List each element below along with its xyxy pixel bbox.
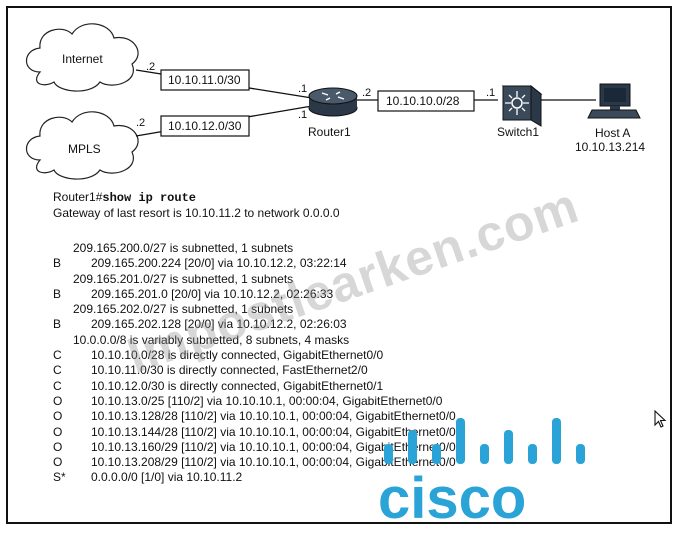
if-mpls-right: .1 [298,109,307,121]
route-text: 10.10.13.208/29 [110/2] via 10.10.10.1, … [91,455,456,470]
command-line: Router1#show ip route [53,190,196,205]
route-text: 209.165.201.0 [20/0] via 10.10.12.2, 02:… [91,286,334,301]
route-row: B 209.165.202.128 [20/0] via 10.10.12.2, … [53,317,653,332]
route-row: 10.0.0.0/8 is variably subnetted, 8 subn… [53,333,653,348]
route-text: 10.10.10.0/28 is directly connected, Gig… [91,348,384,363]
router-icon [308,87,358,117]
cisco-logo: cisco [378,418,585,523]
route-row: O 10.10.13.160/29 [110/2] via 10.10.10.1,… [53,440,653,455]
route-row: O 10.10.13.208/29 [110/2] via 10.10.10.1,… [53,455,653,470]
route-row: B 209.165.200.224 [20/0] via 10.10.12.2, … [53,256,653,271]
internet-label: Internet [62,52,103,66]
route-code: O [53,424,63,439]
route-code: S* [53,470,66,485]
route-text: 10.10.13.160/29 [110/2] via 10.10.10.1, … [91,439,456,454]
host-ip: 10.10.13.214 [575,140,645,154]
if-internet-left: .2 [146,61,155,73]
subnet-box-lan: 10.10.10.0/28 [377,90,475,112]
route-row: C 10.10.11.0/30 is directly connected, Fa… [53,363,653,378]
route-row: S* 0.0.0.0/0 [1/0] via 10.10.11.2 [53,470,653,485]
route-code: C [53,363,62,378]
if-internet-right: .1 [298,83,307,95]
route-code: B [53,317,62,332]
switch-label: Switch1 [497,125,539,139]
svg-text:10.10.11.0/30: 10.10.11.0/30 [168,73,241,87]
route-text: 10.10.13.128/28 [110/2] via 10.10.10.1, … [91,409,456,424]
route-code: O [53,455,63,470]
route-text: 10.10.11.0/30 is directly connected, Fas… [91,363,368,378]
gateway-line: Gateway of last resort is 10.10.11.2 to … [53,206,340,221]
route-row: C 10.10.12.0/30 is directly connected, Gi… [53,379,653,394]
route-row: C 10.10.10.0/28 is directly connected, Gi… [53,348,653,363]
route-text: 10.10.12.0/30 is directly connected, Gig… [91,378,384,393]
route-code: B [53,256,62,271]
router-label: Router1 [308,125,351,139]
route-code: B [53,286,62,301]
route-row: O 10.10.13.128/28 [110/2] via 10.10.10.1,… [53,409,653,424]
computer-icon [587,83,641,119]
mouse-cursor-icon [654,410,667,428]
routing-table: 209.165.200.0/27 is subnetted, 1 subnets… [53,241,653,486]
route-text: 209.165.200.0/27 is subnetted, 1 subnets [73,241,294,255]
if-mpls-left: .2 [136,117,145,129]
svg-text:cisco: cisco [378,466,526,523]
route-text: 209.165.202.0/27 is subnetted, 1 subnets [73,302,294,317]
switch-icon [501,84,543,127]
route-row: B 209.165.201.0 [20/0] via 10.10.12.2, 02… [53,287,653,302]
route-row: O 10.10.13.0/25 [110/2] via 10.10.10.1, 0… [53,394,653,409]
mpls-label: MPLS [68,142,101,156]
route-code: O [53,439,63,454]
route-code: C [53,348,62,363]
if-lan-right: .1 [486,87,495,99]
route-text: 209.165.202.128 [20/0] via 10.10.12.2, 0… [91,317,347,332]
route-text: 209.165.201.0/27 is subnetted, 1 subnets [73,271,294,286]
route-code: O [53,393,63,408]
mpls-cloud: MPLS [25,111,139,180]
internet-cloud: Internet [25,23,139,92]
route-code: O [53,409,63,424]
route-text: 10.10.13.0/25 [110/2] via 10.10.10.1, 00… [91,393,443,408]
subnet-box-internet: 10.10.11.0/30 [160,69,250,91]
route-row: 209.165.202.0/27 is subnetted, 1 subnets [53,302,653,317]
route-row: 209.165.201.0/27 is subnetted, 1 subnets [53,272,653,287]
route-text: 0.0.0.0/0 [1/0] via 10.10.11.2 [91,470,243,485]
route-code: C [53,378,62,393]
route-text: 10.0.0.0/8 is variably subnetted, 8 subn… [73,332,350,347]
svg-text:10.10.12.0/30: 10.10.12.0/30 [168,119,242,133]
route-row: O 10.10.13.144/28 [110/2] via 10.10.10.1,… [53,425,653,440]
route-text: 10.10.13.144/28 [110/2] via 10.10.10.1, … [91,424,456,439]
subnet-box-mpls: 10.10.12.0/30 [160,115,250,137]
route-row: 209.165.200.0/27 is subnetted, 1 subnets [53,241,653,256]
if-lan-left: .2 [362,87,371,99]
host-label: Host A [595,126,630,140]
svg-text:10.10.10.0/28: 10.10.10.0/28 [386,94,460,108]
route-text: 209.165.200.224 [20/0] via 10.10.12.2, 0… [91,256,347,271]
